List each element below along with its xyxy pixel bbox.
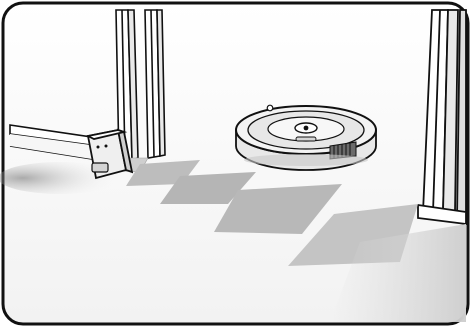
home-base-dock-icon: [85, 128, 134, 180]
robot-vacuum-icon: [235, 104, 377, 171]
right-door-frame: [417, 9, 467, 226]
dock-signal-beams: [103, 157, 466, 322]
